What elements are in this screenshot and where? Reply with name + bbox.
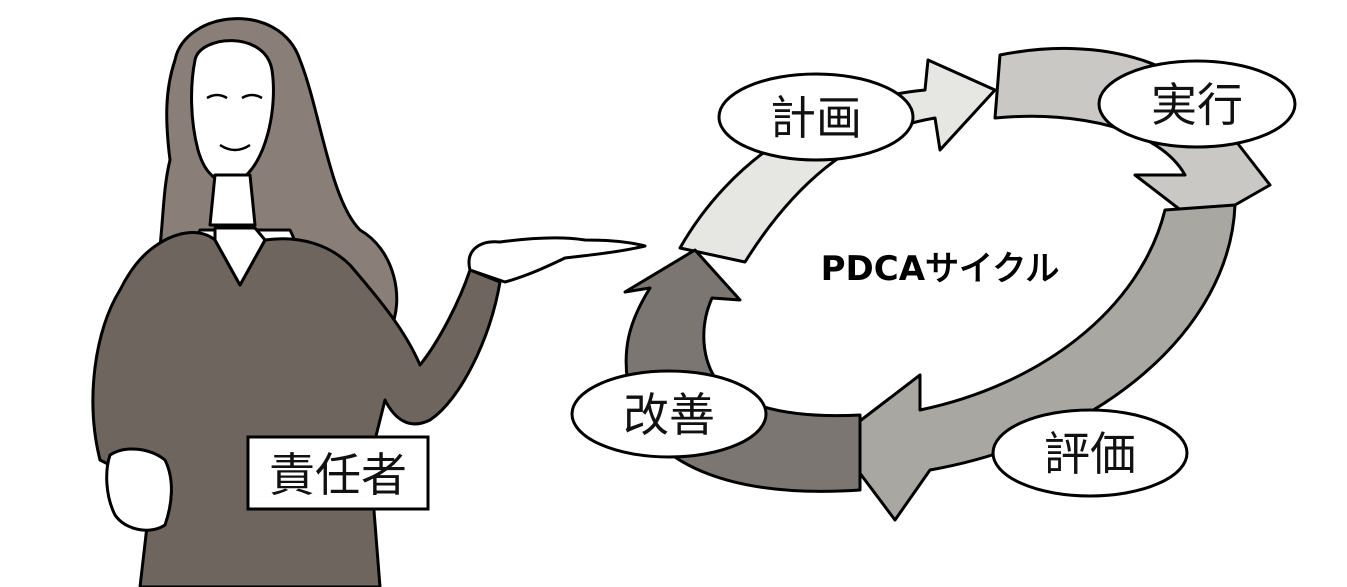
role-label-box — [246, 435, 430, 511]
neck — [208, 173, 257, 227]
stage-plan: 計画 — [717, 72, 915, 162]
stage-do: 実行 — [1097, 59, 1297, 149]
hip-hand — [105, 447, 173, 532]
face — [190, 39, 275, 184]
eye-right — [241, 93, 263, 100]
stage-check: 評価 — [991, 408, 1189, 498]
arrow-plan — [678, 58, 997, 264]
eye-left — [206, 93, 228, 100]
stage-act-label: 改善 — [623, 388, 715, 442]
presenter-figure — [91, 17, 647, 587]
stage-act: 改善 — [570, 369, 768, 459]
stage-plan-label: 計画 — [770, 91, 862, 145]
jacket — [91, 231, 502, 587]
blouse — [213, 226, 267, 287]
arrow-check — [833, 203, 1237, 522]
stage-check-label: 評価 — [1044, 427, 1136, 481]
stage-do-label: 実行 — [1151, 78, 1243, 132]
stage-plan-bubble — [717, 72, 915, 162]
stage-check-bubble — [991, 408, 1189, 498]
arrow-do — [993, 46, 1272, 227]
raised-hand — [467, 236, 647, 284]
cycle-title: PDCAサイクル — [821, 249, 1060, 289]
role-label-text: 責任者 — [269, 448, 407, 502]
stage-do-bubble — [1097, 59, 1297, 149]
stage-act-bubble — [570, 369, 768, 459]
role-label: 責任者 — [246, 435, 430, 511]
mouth — [219, 143, 251, 152]
